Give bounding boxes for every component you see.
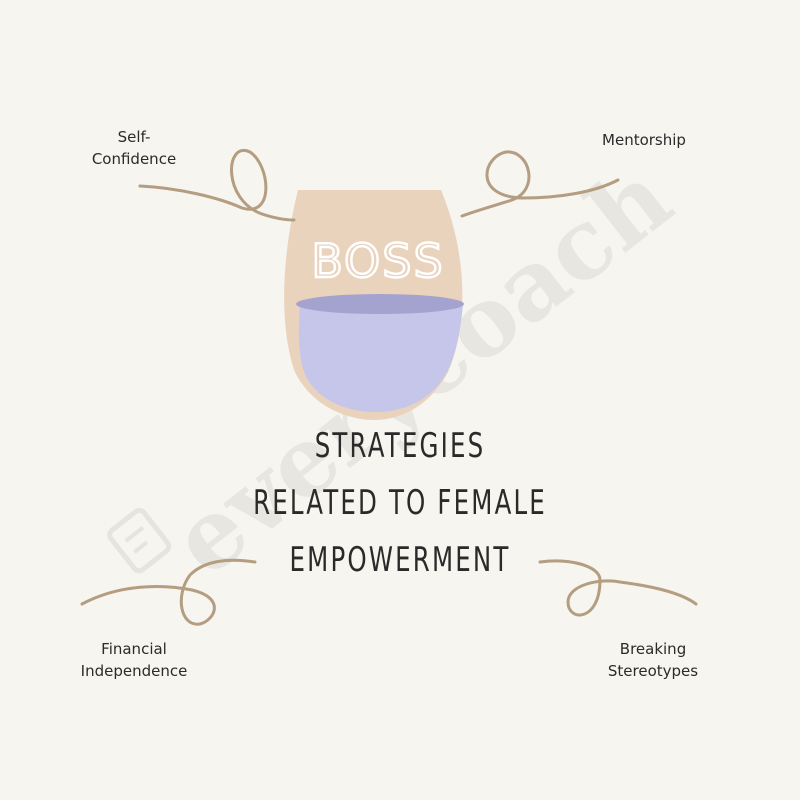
glass-label: BOSS xyxy=(311,234,444,288)
watermark-logo-icon xyxy=(107,507,172,574)
glass-liquid xyxy=(298,304,463,412)
item-breaking-stereotypes: Breaking Stereotypes xyxy=(607,640,699,680)
connector-top-right xyxy=(460,150,620,218)
title-line-1: STRATEGIES xyxy=(314,426,486,466)
wine-glass-icon: BOSS xyxy=(284,190,464,420)
connector-top-left xyxy=(138,148,296,222)
title-line-2: RELATED TO FEMALE xyxy=(253,483,547,523)
connector-bottom-left xyxy=(80,558,257,626)
item-mentorship: Mentorship xyxy=(602,131,686,149)
item-financial-independence: Financial Independence xyxy=(80,640,188,680)
diagram-title: STRATEGIES RELATED TO FEMALE EMPOWERMENT xyxy=(242,418,559,589)
liquid-surface xyxy=(296,294,464,314)
item-self-confidence: Self- Confidence xyxy=(91,128,177,168)
title-line-3: EMPOWERMENT xyxy=(289,540,511,580)
connector-bottom-right xyxy=(538,559,698,617)
